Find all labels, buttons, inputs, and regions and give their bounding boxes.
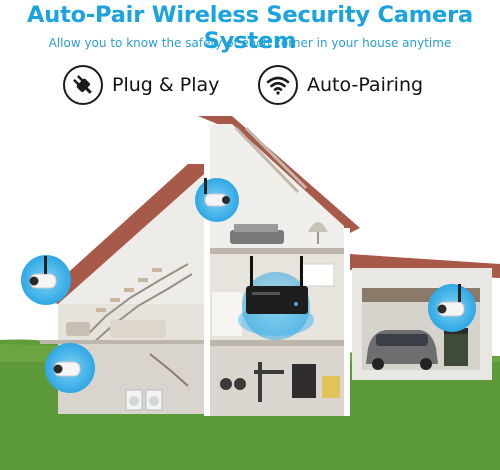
- center-house: [198, 116, 360, 416]
- washing-machines: [125, 389, 163, 411]
- feature-label: Plug & Play: [112, 74, 220, 96]
- garage: [350, 254, 500, 380]
- feature-auto-pairing: Auto-Pairing: [258, 63, 423, 107]
- staircase: [87, 263, 193, 345]
- feature-plug-and-play: Plug & Play: [63, 63, 219, 107]
- page-subtitle: Allow you to know the safety of each cor…: [48, 36, 452, 50]
- camera-basement: [45, 343, 95, 393]
- plug-icon: [63, 65, 103, 105]
- gym-equipment: [220, 362, 340, 402]
- wifi-icon: [258, 65, 298, 105]
- car: [366, 330, 438, 370]
- attic-bedroom: [230, 126, 328, 244]
- feature-label: Auto-Pairing: [307, 74, 424, 96]
- camera-right-garage: [428, 284, 476, 332]
- house-illustration: [0, 116, 500, 470]
- nvr-recorder: [238, 256, 314, 340]
- camera-attic: [195, 178, 239, 222]
- page-title: Auto-Pair Wireless Security Camera Syste…: [27, 2, 473, 54]
- camera-left-wall: [21, 255, 71, 305]
